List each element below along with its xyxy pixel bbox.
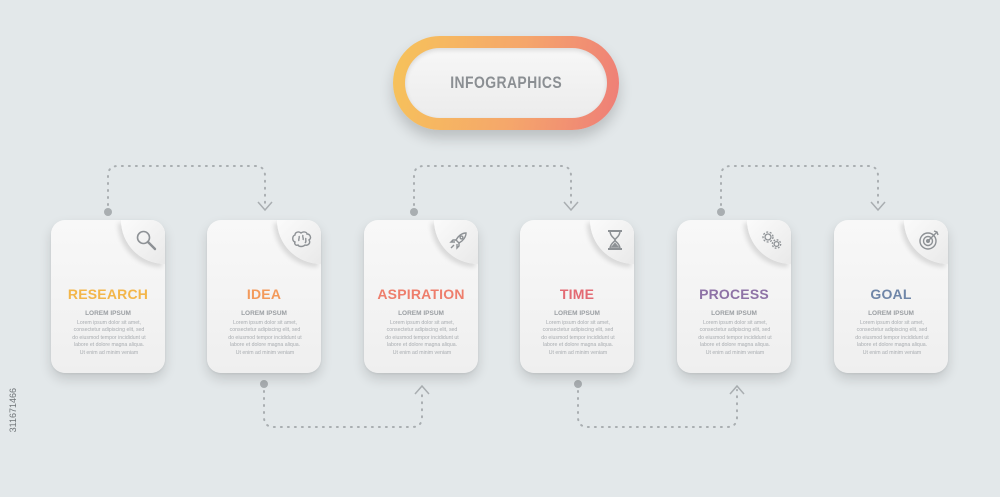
step-body: Lorem ipsum dolor sit amet, consectetur …	[855, 320, 929, 356]
arrow-down-icon	[563, 201, 579, 212]
step-title: ASPIRATION	[377, 286, 465, 302]
connector-time-process	[577, 383, 738, 428]
card-corner	[434, 220, 478, 264]
connector-dot	[410, 208, 418, 216]
card-corner	[904, 220, 948, 264]
step-card-idea: IDEA LOREM IPSUM Lorem ipsum dolor sit a…	[207, 220, 321, 373]
step-card-time: TIME LOREM IPSUM Lorem ipsum dolor sit a…	[520, 220, 634, 373]
hourglass-icon	[608, 230, 622, 250]
page-title: INFOGRAPHICS	[450, 73, 562, 92]
arrow-down-icon	[257, 201, 273, 212]
step-title: RESEARCH	[67, 286, 149, 302]
connector-idea-aspiration	[263, 383, 423, 428]
step-subtitle: LOREM IPSUM	[868, 310, 914, 317]
card-corner	[277, 220, 321, 264]
brain-icon	[292, 231, 312, 248]
arrow-down-icon	[870, 201, 886, 212]
card-corner	[747, 220, 791, 264]
step-card-research: RESEARCH LOREM IPSUM Lorem ipsum dolor s…	[51, 220, 165, 373]
connector-research-idea	[107, 165, 266, 213]
gears-icon	[762, 231, 782, 249]
step-title: TIME	[559, 286, 595, 302]
connector-aspiration-time	[413, 165, 572, 213]
step-title: IDEA	[246, 286, 282, 302]
step-subtitle: LOREM IPSUM	[711, 310, 757, 317]
arrow-up-icon	[414, 384, 430, 395]
step-subtitle: LOREM IPSUM	[241, 310, 287, 317]
connector-process-goal	[720, 165, 879, 213]
step-body: Lorem ipsum dolor sit amet, consectetur …	[72, 320, 146, 356]
step-body: Lorem ipsum dolor sit amet, consectetur …	[541, 320, 615, 356]
title-pill: INFOGRAPHICS	[405, 48, 607, 118]
arrow-up-icon	[729, 384, 745, 395]
step-card-aspiration: ASPIRATION LOREM IPSUM Lorem ipsum dolor…	[364, 220, 478, 373]
magnifier-icon	[136, 230, 157, 251]
step-card-goal: GOAL LOREM IPSUM Lorem ipsum dolor sit a…	[834, 220, 948, 373]
card-corner	[590, 220, 634, 264]
connector-dot	[104, 208, 112, 216]
step-card-process: PROCESS LOREM IPSUM Lorem ipsum dolor si…	[677, 220, 791, 373]
step-subtitle: LOREM IPSUM	[85, 310, 131, 317]
step-subtitle: LOREM IPSUM	[554, 310, 600, 317]
rocket-icon	[449, 232, 467, 250]
connector-dot	[574, 380, 582, 388]
step-subtitle: LOREM IPSUM	[398, 310, 444, 317]
target-icon	[919, 230, 939, 250]
step-body: Lorem ipsum dolor sit amet, consectetur …	[228, 320, 302, 356]
step-title: GOAL	[870, 286, 912, 302]
step-body: Lorem ipsum dolor sit amet, consectetur …	[385, 320, 459, 356]
watermark-id: 311671466	[8, 388, 18, 433]
connector-dot	[260, 380, 268, 388]
step-body: Lorem ipsum dolor sit amet, consectetur …	[698, 320, 772, 356]
card-corner	[121, 220, 165, 264]
connector-dot	[717, 208, 725, 216]
step-title: PROCESS	[699, 286, 769, 302]
